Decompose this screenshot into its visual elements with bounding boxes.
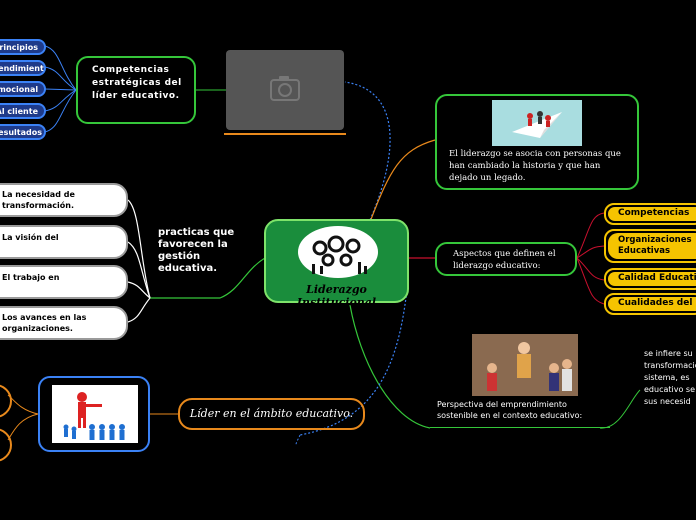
central-label: Liderazgo Institucional — [296, 283, 377, 309]
practica-item-2[interactable]: La visión del — [0, 225, 128, 259]
perspectiva-label[interactable]: Perspectiva del emprendimiento sostenibl… — [437, 400, 583, 420]
leader-image-node[interactable] — [38, 376, 150, 452]
gears-icon — [298, 226, 378, 278]
central-node[interactable]: Liderazgo Institucional — [264, 219, 409, 309]
competencia-pill-5[interactable]: Resultados — [0, 124, 46, 140]
historia-text: El liderazgo se asocia con personas que … — [449, 149, 621, 183]
aspectos-label: Aspectos que definen el liderazgo educat… — [453, 249, 556, 271]
practica-item-3[interactable]: El trabajo en — [0, 265, 128, 299]
paper-plane-icon — [492, 100, 582, 146]
aspecto-item-2-label: Organizaciones Educativas — [608, 233, 696, 259]
aspectos-node[interactable]: Aspectos que definen el liderazgo educat… — [435, 242, 577, 276]
historia-node[interactable]: El liderazgo se asocia con personas que … — [435, 94, 639, 190]
competencia-pill-1[interactable]: Principios — [0, 39, 46, 55]
image-underline — [224, 133, 346, 135]
aspecto-item-3[interactable]: Calidad Educativa — [604, 268, 696, 290]
aspecto-item-1[interactable]: Competencias — [604, 203, 696, 225]
competencias-title: Competencias estratégicas del líder educ… — [92, 65, 182, 101]
lider-ambito-label: Líder en el ámbito educativo. — [189, 407, 354, 420]
image-placeholder[interactable] — [226, 50, 344, 130]
lider-ambito-node[interactable]: Líder en el ámbito educativo. — [178, 398, 365, 430]
camera-icon — [270, 76, 300, 101]
leader-team-icon — [52, 385, 138, 443]
competencia-pill-2[interactable]: Rendimiento — [0, 60, 46, 76]
aspecto-item-2[interactable]: Organizaciones Educativas — [604, 229, 696, 263]
perspectiva-note: se infiere su transformación sistema, es… — [644, 349, 696, 406]
competencias-node[interactable]: Competencias estratégicas del líder educ… — [76, 56, 196, 124]
practicas-title[interactable]: practicas que favorecen la gestión educa… — [158, 227, 235, 274]
perspectiva-underline — [430, 427, 610, 428]
aspecto-item-4-label: Cualidades del — [608, 297, 696, 311]
aspecto-item-3-label: Calidad Educativa — [608, 272, 696, 286]
competencia-pill-3[interactable]: Emocional — [0, 81, 46, 97]
practica-item-4[interactable]: Los avances en las organizaciones. — [0, 306, 128, 340]
practica-item-1[interactable]: La necesidad de transformación. — [0, 183, 128, 217]
aspecto-item-4[interactable]: Cualidades del — [604, 293, 696, 315]
aspecto-item-1-label: Competencias — [608, 207, 696, 221]
classroom-photo — [472, 334, 578, 396]
competencia-pill-4[interactable]: Al cliente — [0, 103, 46, 119]
